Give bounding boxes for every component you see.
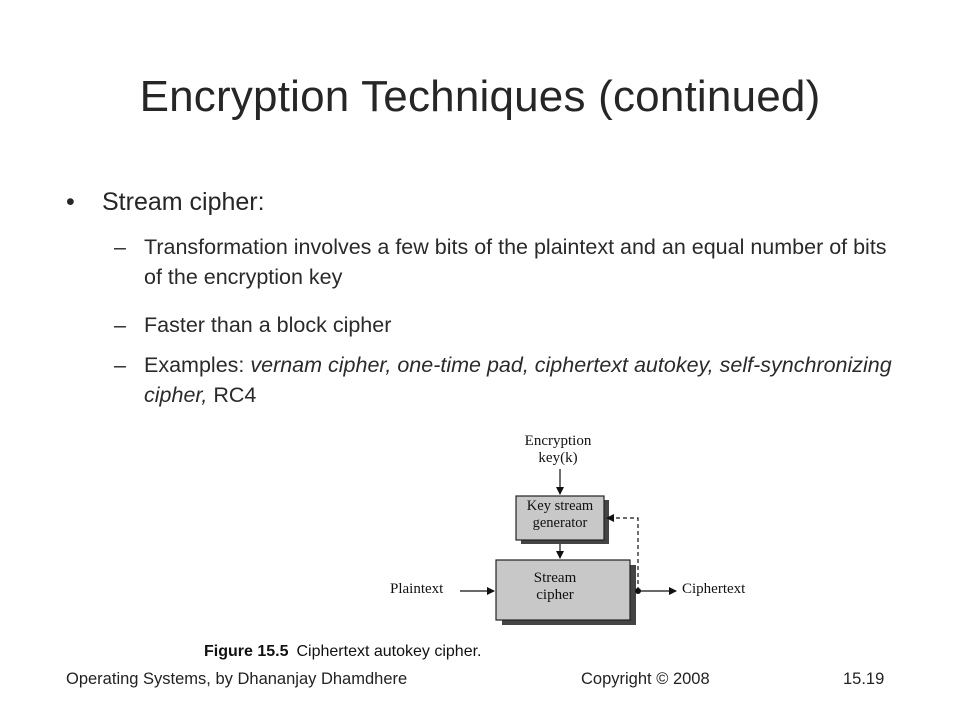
encryption-key-label: Encryption key(k): [508, 433, 608, 467]
slide-title: Encryption Techniques (continued): [139, 72, 821, 121]
encryption-key-line2: key(k): [538, 450, 578, 466]
key-stream-line1: Key stream: [526, 498, 594, 514]
examples-suffix: RC4: [207, 383, 257, 407]
subbullet-dash: –: [114, 313, 126, 337]
feedback-arrowhead: [606, 514, 614, 522]
key-stream-line2: generator: [532, 515, 588, 531]
caption-text: Ciphertext autokey cipher.: [296, 643, 482, 660]
footer-book-title: Operating Systems, by Dhananjay Dhamdher…: [66, 670, 408, 688]
subbullet-text: Faster than a block cipher: [144, 313, 392, 337]
examples-list: vernam cipher, one-time pad, ciphertext …: [144, 353, 892, 407]
subbullet-dash: –: [114, 353, 126, 377]
figure-diagram: [460, 469, 677, 625]
figure-stream-cipher: Encryption key(k) Key stream generator S…: [380, 425, 800, 665]
key-stream-label: Key stream generator: [514, 498, 606, 532]
subbullet-dash: –: [114, 235, 126, 259]
figure-caption: Figure 15.5 Ciphertext autokey cipher.: [204, 643, 481, 661]
encryption-key-line1: Encryption: [524, 433, 592, 449]
stream-cipher-box: [495, 559, 631, 621]
ciphertext-label: Ciphertext: [682, 581, 746, 597]
stream-cipher-line1: Stream: [533, 570, 577, 586]
bullet-text: Stream cipher:: [102, 188, 265, 216]
stream-cipher-label: Stream cipher: [505, 570, 605, 604]
feedback-dashed-line: [610, 517, 639, 591]
bullet-marker: •: [66, 188, 75, 216]
subbullet-text: Transformation involves a few bits of th…: [144, 235, 887, 289]
examples-prefix: Examples:: [144, 353, 251, 377]
footer-copyright: Copyright © 2008: [581, 670, 710, 688]
plaintext-label: Plaintext: [390, 581, 444, 597]
footer-slide-number: 15.19: [843, 670, 885, 688]
stream-cipher-line2: cipher: [536, 587, 574, 603]
key-stream-box: [515, 495, 605, 541]
subbullet-text: Examples: vernam cipher, one-time pad, c…: [144, 350, 904, 410]
caption-label: Figure 15.5: [204, 643, 289, 660]
